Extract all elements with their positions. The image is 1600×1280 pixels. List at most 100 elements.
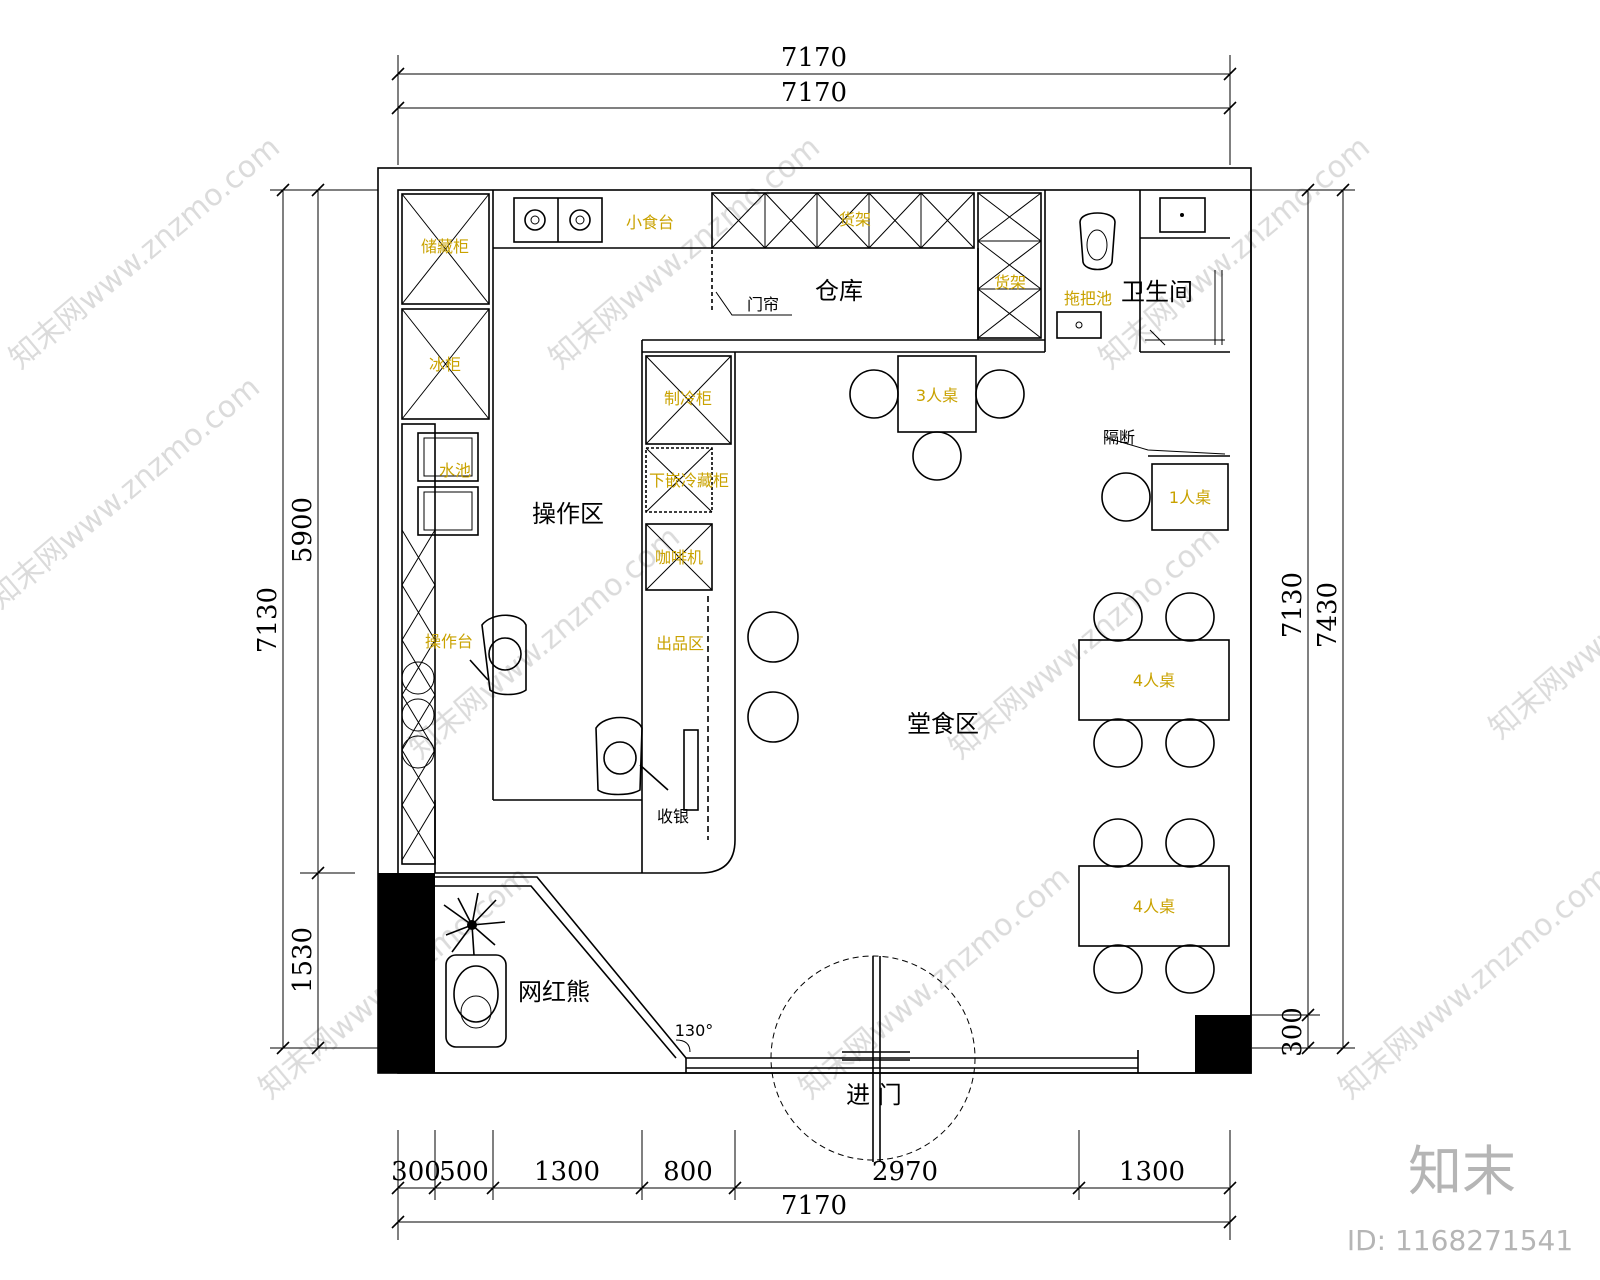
sink-lower [417, 486, 479, 536]
chair [1165, 818, 1215, 868]
display-cabinet [645, 447, 713, 513]
room-toilet: 卫生间 [1121, 278, 1193, 306]
dim-right-inner: 7130 [1278, 572, 1308, 638]
label-entrance: 进 门 [846, 1081, 902, 1109]
dim-bottom-seg: 500 [439, 1157, 489, 1187]
mop-pool [1056, 311, 1102, 339]
chair [912, 431, 962, 481]
label-freezer: 冰柜 [429, 355, 461, 374]
counter-strip [401, 423, 436, 865]
sink-upper [417, 432, 479, 482]
brand-logo: 知末 [1408, 1140, 1516, 1203]
dimensions: 7170 7170 7130 5900 1530 7130 7430 300 [253, 43, 1355, 1240]
dim-right-small: 300 [1278, 1007, 1308, 1057]
freezer [401, 308, 490, 420]
table-4a [1078, 639, 1230, 721]
dining-area: 堂食区 3人桌 隔断 1人桌 4人桌 4人桌 [849, 355, 1230, 994]
watermark-text: 知末网www.znzmo.com [3, 130, 287, 376]
chair [1093, 718, 1143, 768]
dim-bottom-seg: 1300 [1119, 1157, 1185, 1187]
room-warehouse: 仓库 [815, 277, 863, 305]
dim-right-outer: 7430 [1313, 582, 1343, 648]
label-pickup: 出品区 [656, 634, 704, 653]
label-bear: 网红熊 [518, 978, 590, 1006]
kitchen-left: 储藏柜 冰柜 水池 操作台 操作区 [401, 190, 642, 873]
coffee-machine [645, 523, 713, 591]
chair [1093, 944, 1143, 994]
watermark-layer: 知末网www.znzmo.com 知末网www.znzmo.com 知末网www… [0, 130, 1600, 1106]
wash-basin [1159, 197, 1206, 233]
plant-icon [443, 892, 506, 956]
center-counter: 制冷柜 下嵌冷藏柜 咖啡机 出品区 收银 [435, 340, 799, 874]
chair [1165, 944, 1215, 994]
watermark-text: 知末网www.znzmo.com [1333, 860, 1600, 1106]
watermark-text: 知末网www.znzmo.com [793, 860, 1077, 1106]
label-storage-cabinet: 储藏柜 [421, 237, 469, 256]
dim-bottom-seg: 800 [663, 1157, 713, 1187]
chair [1165, 718, 1215, 768]
chair [975, 369, 1025, 419]
room-dining: 堂食区 [907, 710, 979, 738]
table-4b [1078, 865, 1230, 947]
cashier-figure-icon [595, 716, 669, 796]
toilet-area: 拖把池 卫生间 [1056, 190, 1230, 353]
table-1 [1151, 463, 1229, 531]
label-coffee-machine: 咖啡机 [655, 548, 703, 567]
cash-register [683, 729, 699, 811]
watermark-text: 知末网www.znzmo.com [1093, 130, 1377, 376]
label-small-stove: 小食台 [626, 213, 674, 232]
dim-left-upper: 5900 [288, 497, 318, 563]
column-left [378, 873, 435, 1073]
shelf-top [711, 192, 975, 249]
dim-left-lower: 1530 [288, 927, 318, 993]
shelf-right [977, 192, 1042, 339]
brand-id: ID: 1168271541 [1347, 1224, 1573, 1257]
chair [1101, 472, 1151, 522]
bear-statue-icon [445, 954, 507, 1048]
toilet-bowl [1079, 212, 1116, 271]
chair [1093, 592, 1143, 642]
label-display-cabinet: 下嵌冷藏柜 [649, 471, 729, 490]
door-swing [770, 955, 976, 1161]
dim-top-inner: 7170 [781, 78, 847, 108]
chair [849, 369, 899, 419]
label-table4a: 4人桌 [1133, 671, 1175, 690]
label-sink: 水池 [439, 461, 471, 480]
branding: 知末 ID: 1168271541 [1347, 1140, 1573, 1257]
bar-stool [747, 691, 799, 743]
entrance: 进 门 [770, 955, 976, 1162]
label-table1: 1人桌 [1169, 488, 1211, 507]
watermark-text: 知末网www.znzmo.com [0, 370, 267, 616]
label-table3: 3人桌 [916, 386, 958, 405]
storage-cabinet [401, 193, 490, 305]
staff-figure-icon [469, 614, 527, 696]
label-counter: 操作台 [425, 632, 473, 651]
label-cashier: 收银 [657, 807, 689, 826]
dim-bottom-seg: 2970 [872, 1157, 938, 1187]
label-partition: 隔断 [1103, 428, 1135, 447]
warehouse-area: 小食台 货架 货架 门帘 仓库 [493, 190, 1046, 353]
label-angle: 130° [675, 1021, 714, 1040]
watermark-text: 知末网www.znzmo.com [543, 130, 827, 376]
watermark-text: 知末网www.znzmo.com [943, 520, 1227, 766]
dim-bottom-seg: 300 [391, 1157, 441, 1187]
label-fridge-cabinet: 制冷柜 [664, 389, 712, 408]
label-mop-pool: 拖把池 [1064, 289, 1112, 308]
chair [1165, 592, 1215, 642]
dim-bottom-seg: 1300 [534, 1157, 600, 1187]
column-right [1195, 1015, 1251, 1073]
label-curtain: 门帘 [747, 295, 779, 314]
fridge-cabinet [645, 355, 732, 445]
watermark-text: 知末网www.znzmo.com [1483, 500, 1600, 746]
dim-left-outer: 7130 [253, 587, 283, 653]
bar-stool [747, 611, 799, 663]
chair [1093, 818, 1143, 868]
label-shelf-right: 货架 [994, 273, 1026, 292]
label-shelf-top: 货架 [839, 210, 871, 229]
bear-corner: 130° 网红熊 [435, 876, 714, 1059]
dim-top-outer: 7170 [781, 43, 847, 73]
dim-bottom-total: 7170 [781, 1191, 847, 1221]
room-operation: 操作区 [532, 500, 604, 528]
